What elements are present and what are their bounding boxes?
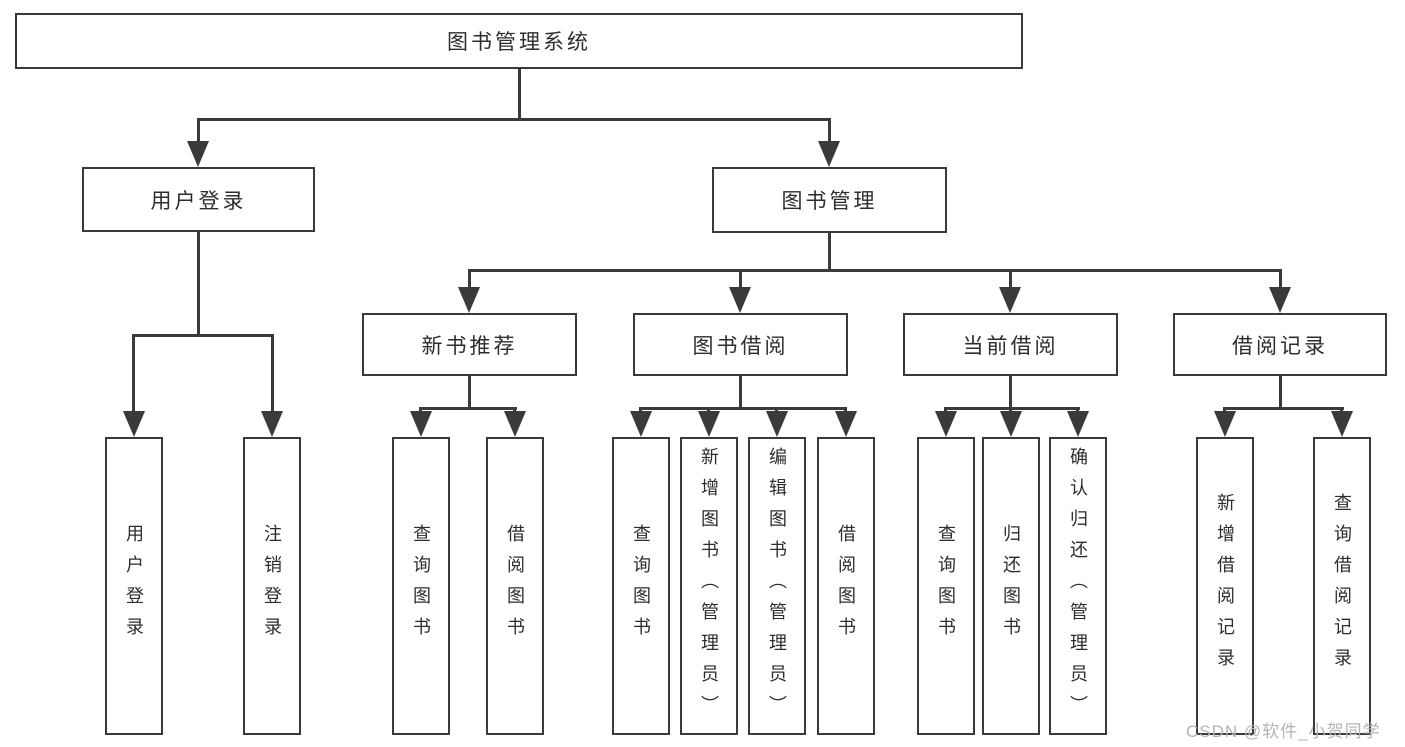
leaf-label: 编辑图书（管理员）: [767, 446, 787, 726]
leaf-label: 归还图书: [1001, 524, 1021, 648]
arrow-down-icon: [1269, 287, 1291, 313]
arrow-down-icon: [935, 411, 957, 437]
leaf-user-login: 用户登录: [105, 437, 163, 735]
leaf-label: 借阅图书: [836, 524, 856, 648]
arrow-down-icon: [999, 287, 1021, 313]
arrow-down-icon: [410, 411, 432, 437]
node-label: 图书借阅: [692, 334, 789, 358]
node-label: 当前借阅: [962, 334, 1059, 358]
arrow-down-icon: [504, 411, 526, 437]
arrow-down-icon: [1214, 411, 1236, 437]
node-current-borrowing: 当前借阅: [903, 313, 1118, 376]
leaf-add-books-admin: 新增图书（管理员）: [680, 437, 738, 735]
arrow-down-icon: [766, 411, 788, 437]
arrow-down-icon: [835, 411, 857, 437]
leaf-borrow-books: 借阅图书: [817, 437, 875, 735]
connector-line: [1009, 376, 1012, 410]
csdn-watermark: CSDN @软件_小贺同学: [1186, 722, 1381, 741]
leaf-label: 新增借阅记录: [1215, 493, 1235, 679]
arrow-down-icon: [818, 141, 840, 167]
node-book-management: 图书管理: [712, 167, 947, 233]
node-new-book-recommendation: 新书推荐: [362, 313, 577, 376]
arrow-down-icon: [123, 411, 145, 437]
leaf-query-books-recommend: 查询图书: [392, 437, 450, 735]
connector-line: [1279, 272, 1282, 289]
leaf-label: 确认归还（管理员）: [1068, 446, 1088, 726]
leaf-label: 查询图书: [631, 524, 651, 648]
connector-line: [419, 407, 517, 410]
arrow-down-icon: [187, 141, 209, 167]
leaf-return-books: 归还图书: [982, 437, 1040, 735]
node-label: 借阅记录: [1232, 334, 1328, 358]
connector-line: [197, 120, 200, 143]
connector-line: [468, 272, 471, 289]
arrow-down-icon: [630, 411, 652, 437]
connector-line: [828, 233, 831, 272]
node-label: 图书管理系统: [447, 31, 591, 54]
node-label: 图书管理: [781, 190, 878, 213]
leaf-label: 借阅图书: [505, 524, 525, 648]
arrow-down-icon: [1331, 411, 1353, 437]
connector-line: [1279, 376, 1282, 410]
arrow-down-icon: [729, 287, 751, 313]
connector-line: [828, 120, 831, 143]
connector-line: [468, 269, 1282, 272]
leaf-label: 用户登录: [124, 524, 144, 648]
connector-line: [739, 376, 742, 410]
connector-line: [518, 69, 521, 120]
connector-line: [944, 407, 1080, 410]
connector-line: [197, 232, 200, 337]
leaf-query-books-borrow: 查询图书: [612, 437, 670, 735]
leaf-query-books-current: 查询图书: [917, 437, 975, 735]
connector-line: [1009, 272, 1012, 289]
connector-line: [468, 376, 471, 410]
leaf-label: 查询图书: [936, 524, 956, 648]
arrow-down-icon: [1000, 411, 1022, 437]
connector-line: [271, 336, 274, 412]
leaf-query-borrow-record: 查询借阅记录: [1313, 437, 1371, 735]
leaf-logout: 注销登录: [243, 437, 301, 735]
node-user-login: 用户登录: [82, 167, 315, 232]
node-label: 新书推荐: [421, 334, 518, 358]
leaf-label: 查询借阅记录: [1332, 493, 1352, 679]
connector-line: [639, 407, 847, 410]
arrow-down-icon: [458, 287, 480, 313]
connector-line: [1223, 407, 1344, 410]
connector-line: [132, 334, 274, 337]
leaf-label: 查询图书: [411, 524, 431, 648]
leaf-add-borrow-record: 新增借阅记录: [1196, 437, 1254, 735]
connector-line: [197, 118, 831, 121]
node-label: 用户登录: [150, 189, 247, 213]
leaf-edit-books-admin: 编辑图书（管理员）: [748, 437, 806, 735]
arrow-down-icon: [1067, 411, 1089, 437]
arrow-down-icon: [261, 411, 283, 437]
leaf-confirm-return-admin: 确认归还（管理员）: [1049, 437, 1107, 735]
connector-line: [132, 336, 135, 412]
leaf-label: 注销登录: [262, 524, 282, 648]
node-book-borrowing: 图书借阅: [633, 313, 848, 376]
leaf-borrow-books-recommend: 借阅图书: [486, 437, 544, 735]
connector-line: [739, 272, 742, 289]
leaf-label: 新增图书（管理员）: [699, 446, 719, 726]
arrow-down-icon: [698, 411, 720, 437]
node-borrowing-records: 借阅记录: [1173, 313, 1387, 376]
node-root-library-system: 图书管理系统: [15, 13, 1023, 69]
